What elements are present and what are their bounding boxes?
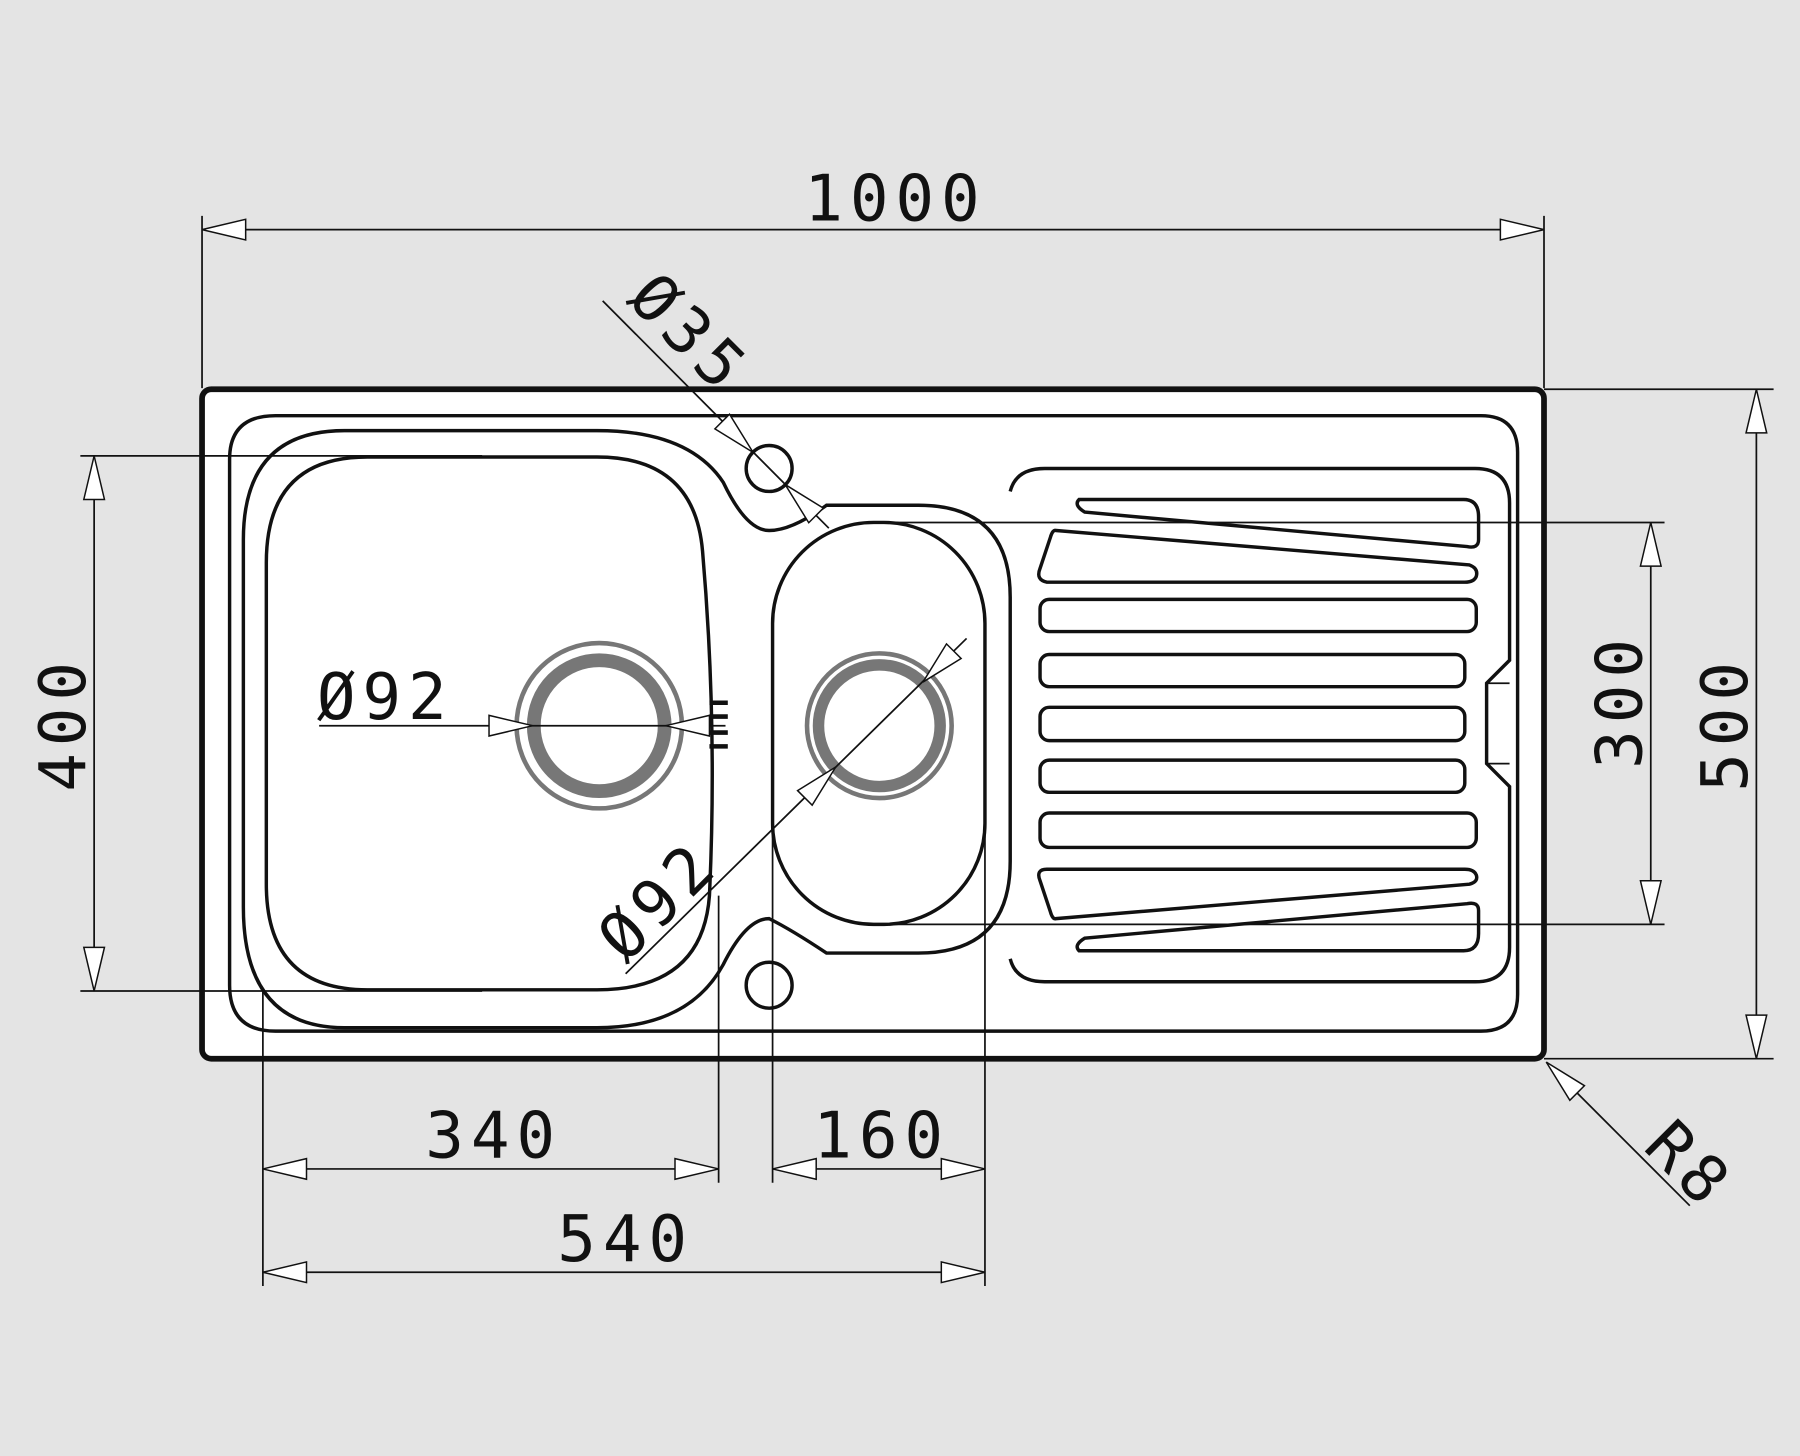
dim-large-bowl-width: 340	[425, 1098, 562, 1173]
arrowhead	[82, 455, 106, 501]
dim-overall-depth: 500	[1688, 655, 1763, 792]
drainboard-grooves	[1037, 497, 1481, 953]
groove-tapered	[1037, 867, 1479, 921]
groove-tapered	[1075, 901, 1481, 953]
leader-d92-right	[625, 637, 968, 975]
dimension-lines	[80, 215, 1774, 1287]
dimension-tick-marks	[709, 700, 728, 749]
groove	[1038, 705, 1467, 743]
groove	[1038, 758, 1467, 795]
groove	[1038, 652, 1467, 689]
arrowhead	[488, 714, 533, 737]
groove-tapered	[1037, 528, 1479, 584]
arrowhead	[82, 946, 106, 992]
drain-small	[804, 651, 954, 801]
groove	[1038, 597, 1478, 634]
arrowhead	[713, 413, 754, 454]
arrowhead	[1745, 389, 1768, 434]
dim-small-bowl-width: 160	[813, 1098, 950, 1173]
arrowhead	[784, 483, 825, 524]
arrowhead	[674, 1157, 719, 1181]
groove-tapered	[1075, 497, 1481, 549]
arrowhead	[940, 1260, 986, 1284]
arrowhead	[1639, 522, 1663, 567]
dim-bowls-total-width: 540	[557, 1202, 694, 1277]
arrowhead	[262, 1260, 308, 1284]
tap-hole-bottom	[744, 960, 794, 1010]
arrowhead	[1745, 1014, 1768, 1059]
dim-drain-large: Ø92	[317, 660, 454, 735]
arrowhead	[665, 714, 711, 737]
arrowhead	[1639, 879, 1663, 925]
arrowhead	[1499, 218, 1545, 241]
dim-overall-width: 1000	[804, 161, 986, 236]
arrowhead	[922, 642, 963, 683]
arrowhead	[1545, 1061, 1586, 1102]
arrowhead	[940, 1157, 986, 1181]
arrowhead	[772, 1157, 817, 1181]
arrowhead	[262, 1157, 308, 1181]
tap-hole-top	[744, 443, 794, 494]
arrowhead	[201, 218, 247, 241]
dim-small-bowl-depth: 300	[1583, 632, 1658, 769]
groove	[1038, 811, 1478, 850]
dim-large-bowl-depth: 400	[26, 655, 101, 792]
arrowhead	[796, 766, 837, 807]
